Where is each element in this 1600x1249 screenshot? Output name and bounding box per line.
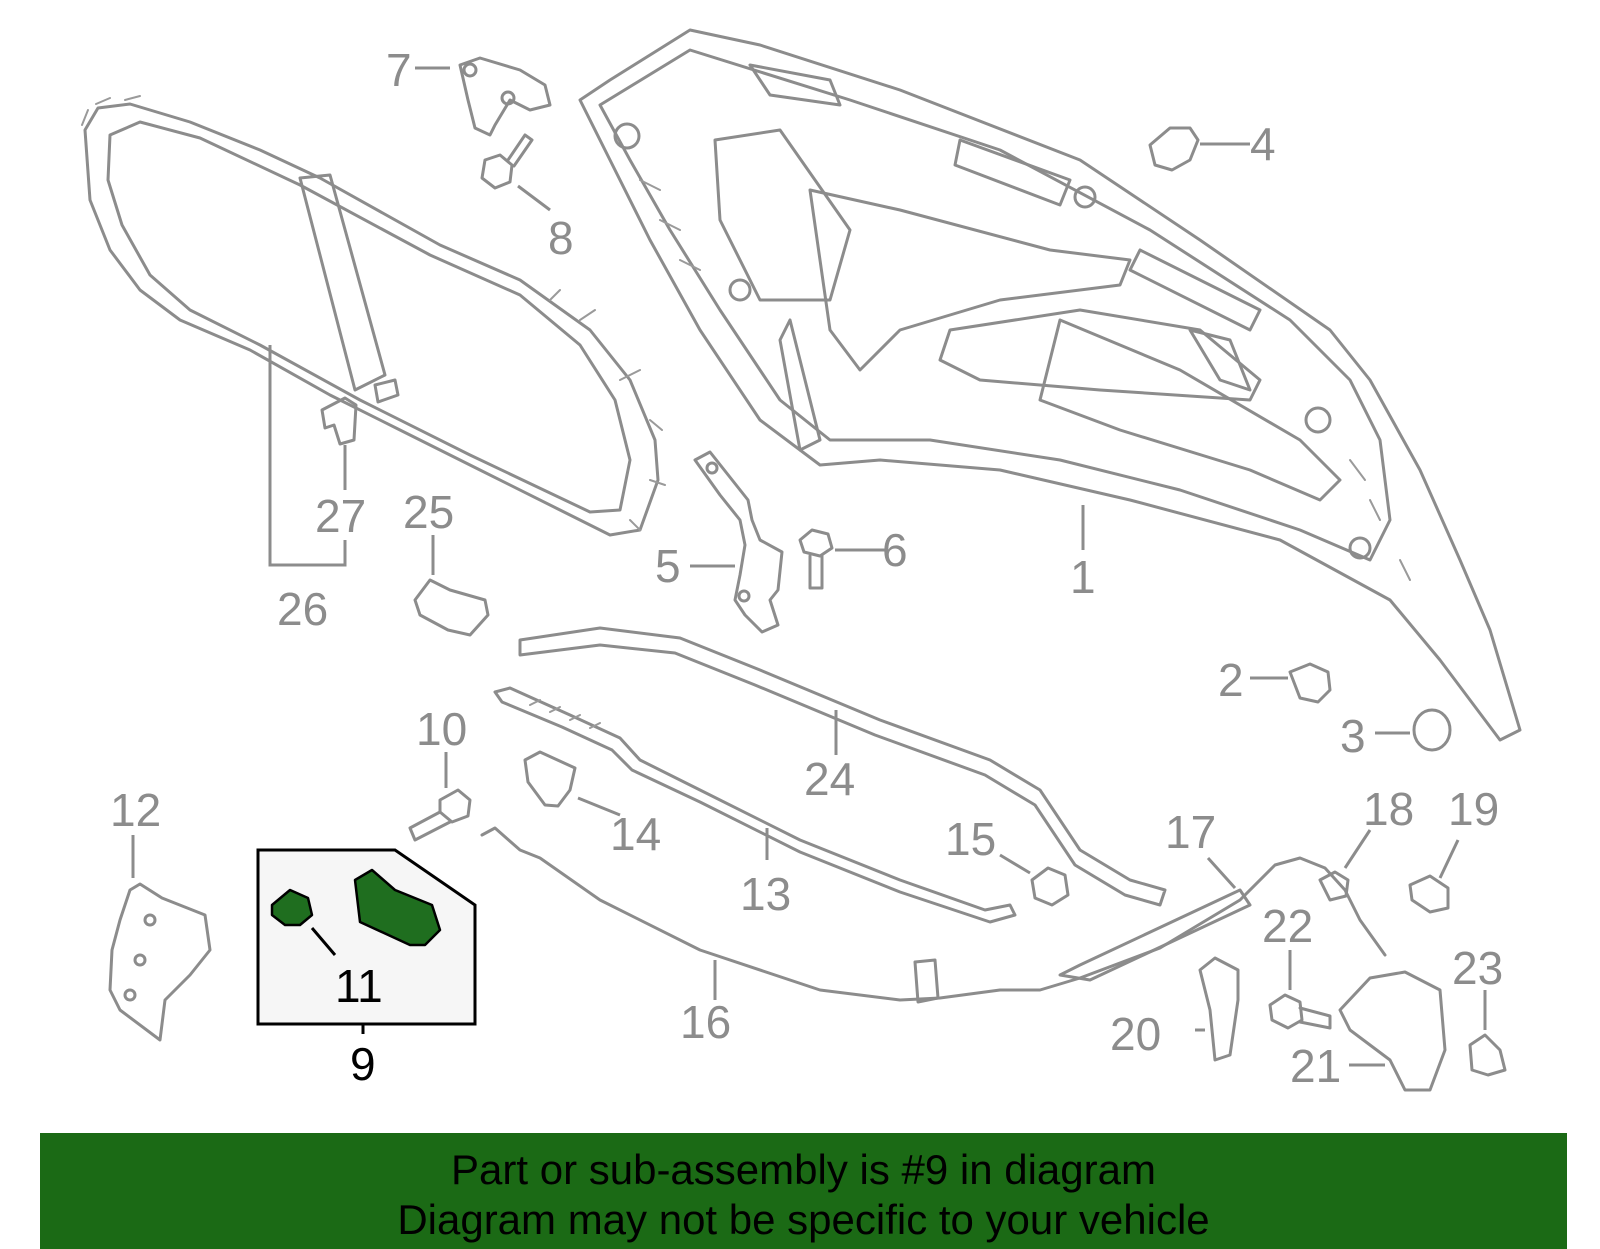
latch-actuator-highlighted	[353, 868, 442, 947]
callout-7: 7	[386, 44, 412, 96]
callout-11: 11	[335, 960, 383, 1012]
callout-22: 22	[1262, 900, 1313, 952]
release-handle	[1198, 956, 1240, 1062]
callout-21: 21	[1290, 1040, 1341, 1092]
latch-bolt	[408, 788, 472, 842]
callout-24: 24	[804, 753, 855, 805]
release-cable	[480, 826, 1387, 1004]
hood-panel	[578, 28, 1522, 742]
prop-rod	[493, 686, 1017, 924]
callout-12: 12	[110, 784, 161, 836]
info-banner: Part or sub-assembly is #9 in diagram Di…	[40, 1133, 1567, 1249]
cable-clip	[1408, 874, 1450, 914]
hinge-bolt	[798, 528, 834, 590]
callout-13: 13	[740, 868, 791, 920]
callout-25: 25	[403, 486, 454, 538]
hood-bracket	[458, 56, 552, 137]
callout-4: 4	[1250, 118, 1276, 170]
cable-grommet	[1030, 866, 1070, 907]
latch-bolt-lower	[1268, 993, 1332, 1030]
switch-11-highlighted	[270, 888, 314, 927]
callout-8: 8	[548, 212, 574, 264]
callout-16: 16	[680, 996, 731, 1048]
hood-grommet	[1412, 708, 1452, 752]
hood-bumper	[1148, 126, 1200, 172]
callout-19: 19	[1448, 783, 1499, 835]
callout-1: 1	[1070, 551, 1096, 603]
callout-15: 15	[945, 813, 996, 865]
callout-9: 9	[350, 1038, 376, 1090]
hood-plug	[1288, 662, 1332, 704]
callout-10: 10	[416, 703, 467, 755]
leader-lines	[131, 66, 1487, 1067]
callout-18: 18	[1363, 783, 1414, 835]
callout-20: 20	[1110, 1008, 1161, 1060]
callout-2: 2	[1218, 654, 1244, 706]
hood-seal	[518, 626, 1167, 907]
sub-assembly-9-box	[256, 848, 477, 1034]
callout-3: 3	[1340, 710, 1366, 762]
hood-insulator-pad	[81, 95, 666, 537]
callout-26: 26	[277, 583, 328, 635]
latch-clip	[1468, 1033, 1507, 1077]
callout-5: 5	[655, 540, 681, 592]
callout-27: 27	[315, 490, 366, 542]
hood-latch	[1338, 970, 1447, 1092]
callout-6: 6	[882, 524, 908, 576]
bolt	[480, 133, 534, 190]
hood-hinge	[693, 450, 784, 634]
callout-23: 23	[1452, 942, 1503, 994]
banner-line-2: Diagram may not be specific to your vehi…	[397, 1196, 1210, 1243]
retainer-clip	[320, 396, 358, 446]
callout-14: 14	[610, 808, 661, 860]
support-pad	[413, 578, 490, 637]
callout-labels: 1 2 3 4 5 6 7 8 9 10 11 12 13 14 15 16 1…	[110, 44, 1503, 1092]
latch-support-bracket	[108, 882, 212, 1042]
callout-17: 17	[1165, 806, 1216, 858]
prop-rod-clip	[523, 750, 577, 808]
banner-line-1: Part or sub-assembly is #9 in diagram	[451, 1146, 1156, 1193]
cable-end	[1318, 870, 1350, 902]
